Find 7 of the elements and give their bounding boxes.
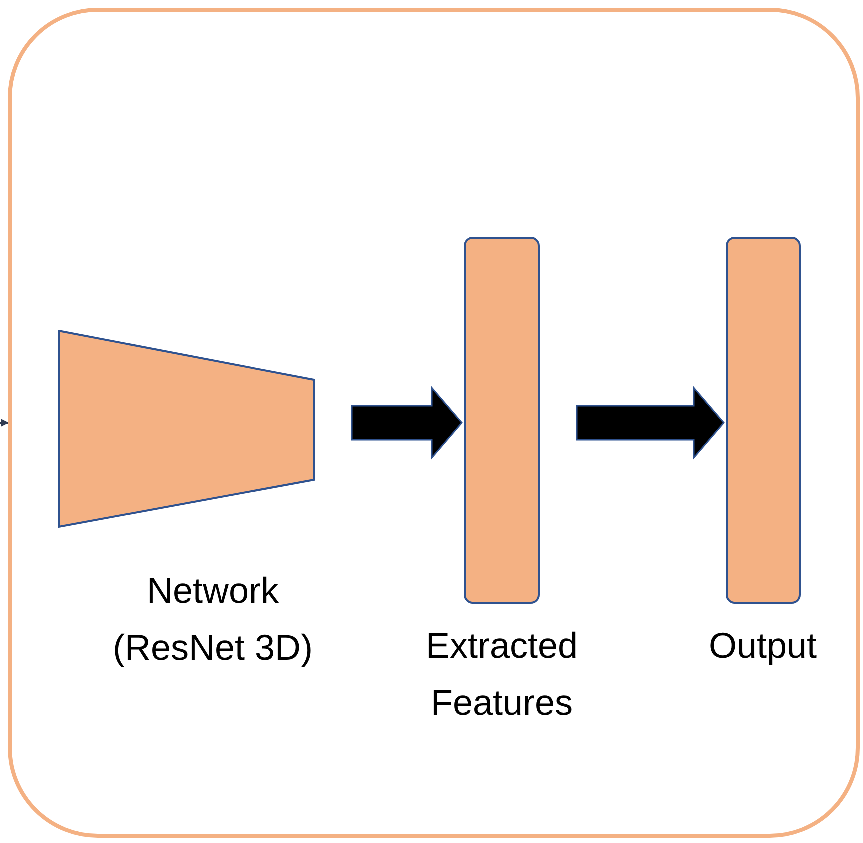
node-label: Output: [708, 624, 818, 668]
block-arrow: [351, 386, 463, 460]
node-label: Extracted Features: [424, 624, 580, 725]
arrow: [0, 419, 9, 427]
rounded-frame: [8, 8, 860, 838]
node-label: Network (ResNet 3D): [112, 569, 314, 670]
block-arrow: [576, 386, 725, 460]
